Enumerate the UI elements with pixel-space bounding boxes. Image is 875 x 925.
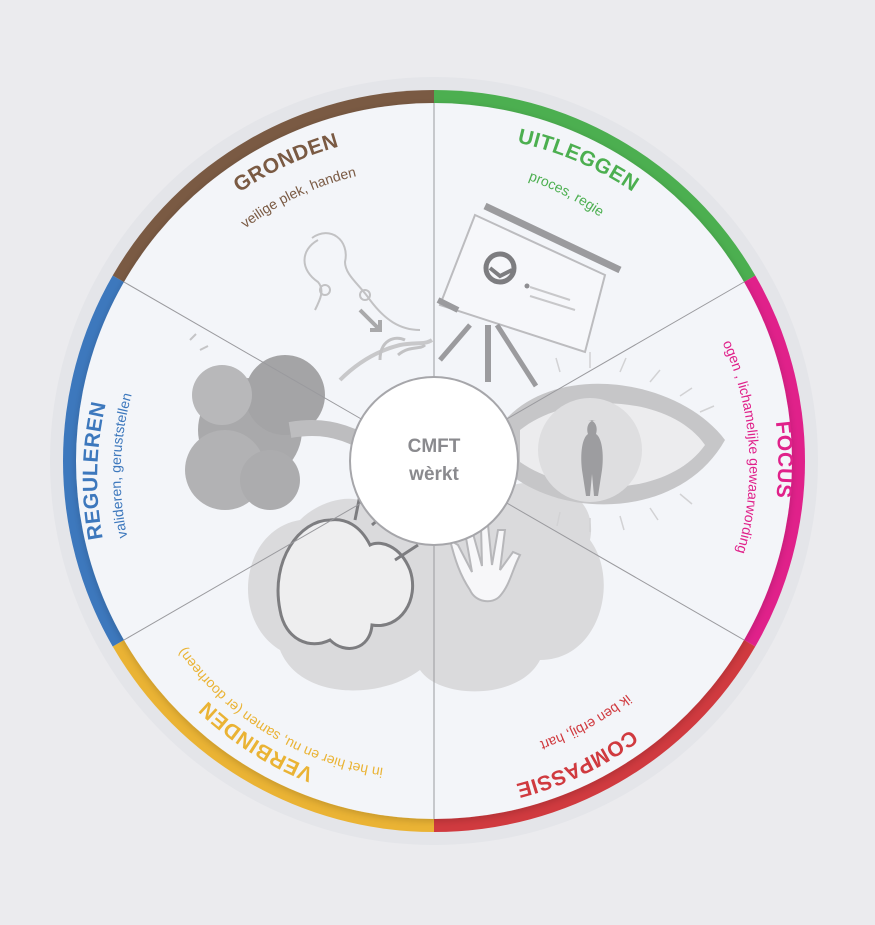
heart-organ-icon bbox=[276, 494, 419, 650]
eye-icon bbox=[505, 352, 725, 532]
illustrations bbox=[185, 202, 725, 692]
center-title-line2: wèrkt bbox=[408, 464, 459, 485]
lungs-tree-icon bbox=[185, 333, 364, 510]
center-title-line1: CMFT bbox=[408, 436, 461, 457]
segment-title-focus: FOCUS bbox=[771, 420, 796, 499]
segment-dividers bbox=[123, 103, 745, 819]
hand-icon bbox=[448, 524, 522, 603]
figure-roots-icon bbox=[303, 232, 434, 382]
center-hub: CMFT wèrkt bbox=[349, 376, 519, 546]
divider-line bbox=[506, 502, 745, 641]
divider-line bbox=[123, 281, 362, 420]
divider-line bbox=[123, 502, 362, 641]
presentation-board-icon bbox=[436, 202, 622, 388]
divider-line bbox=[506, 281, 745, 420]
